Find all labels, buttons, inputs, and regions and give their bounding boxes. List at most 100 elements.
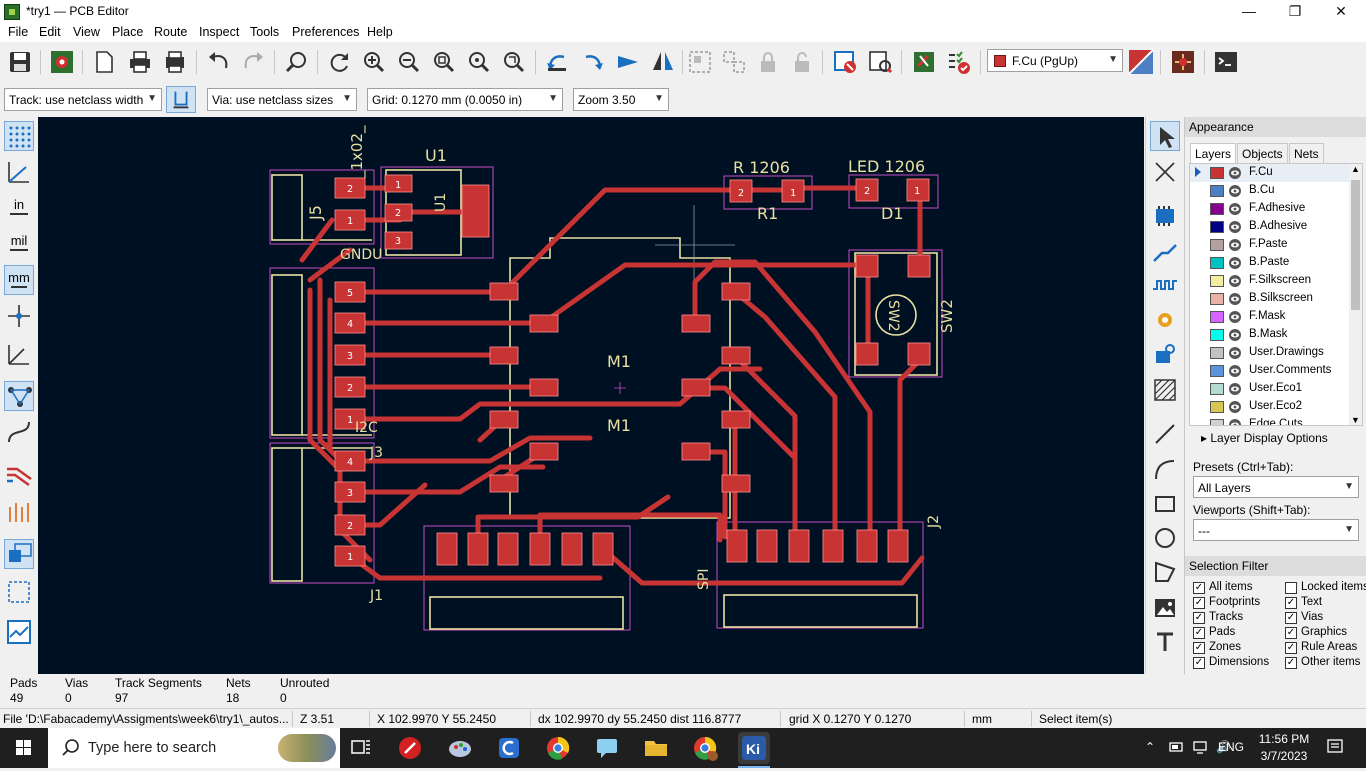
layer-color-swatch[interactable]	[1210, 167, 1224, 179]
layer-color-swatch[interactable]	[1210, 239, 1224, 251]
menu-view[interactable]: View	[73, 25, 100, 39]
update-pcb-icon[interactable]	[831, 48, 859, 76]
show-vias-icon[interactable]	[4, 497, 34, 527]
draw-circle-icon[interactable]	[1150, 523, 1180, 553]
tab-layers[interactable]: Layers	[1190, 143, 1237, 163]
checkbox-box[interactable]	[1285, 582, 1297, 594]
visibility-eye-icon[interactable]	[1228, 166, 1242, 180]
layer-color-swatch[interactable]	[1210, 275, 1224, 287]
local-ratsnest-icon[interactable]	[1150, 157, 1180, 187]
layer-row-f-paste[interactable]: F.Paste	[1190, 236, 1350, 254]
visibility-eye-icon[interactable]	[1228, 274, 1242, 288]
layer-row-b-paste[interactable]: B.Paste	[1190, 254, 1350, 272]
rule-area-icon[interactable]	[1150, 375, 1180, 405]
group-icon[interactable]	[686, 48, 714, 76]
board-setup-icon[interactable]	[48, 48, 76, 76]
chrome-icon[interactable]	[542, 732, 574, 764]
layer-color-swatch[interactable]	[1210, 365, 1224, 377]
layer-pair-icon[interactable]	[1127, 48, 1155, 76]
layer-row-f-silkscreen[interactable]: F.Silkscreen	[1190, 272, 1350, 290]
language-indicator[interactable]: ENG	[1218, 740, 1245, 754]
menu-file[interactable]: File	[8, 25, 29, 39]
zone-outline-icon[interactable]	[4, 577, 34, 607]
page-settings-icon[interactable]	[90, 48, 118, 76]
layer-color-swatch[interactable]	[1210, 203, 1224, 215]
zoom-selection-icon[interactable]	[500, 48, 528, 76]
curved-ratsnest-icon[interactable]	[4, 417, 34, 447]
polar-coords-icon[interactable]	[4, 157, 34, 187]
microwave-tools-icon[interactable]	[1169, 48, 1197, 76]
checkbox-box[interactable]: ✓	[1193, 627, 1205, 639]
menu-place[interactable]: Place	[112, 25, 144, 39]
layer-row-edge-cuts[interactable]: Edge.Cuts	[1190, 416, 1350, 426]
rotate-ccw-icon[interactable]	[543, 48, 571, 76]
layer-color-swatch[interactable]	[1210, 347, 1224, 359]
checkbox-box[interactable]: ✓	[1285, 657, 1297, 669]
units-mm-button[interactable]: mm	[4, 265, 34, 295]
chrome-profile-icon[interactable]	[689, 732, 721, 764]
via-size-select[interactable]: Via: use netclass sizes ▼	[207, 88, 357, 111]
visibility-eye-icon[interactable]	[1228, 220, 1242, 234]
grid-toggle-icon[interactable]	[4, 121, 34, 151]
lock-icon[interactable]	[754, 48, 782, 76]
checkbox-box[interactable]: ✓	[1285, 597, 1297, 609]
chat-app-icon[interactable]	[591, 732, 623, 764]
task-view-icon[interactable]	[345, 732, 377, 764]
add-text-icon[interactable]	[1150, 627, 1180, 657]
zoom-out-icon[interactable]	[395, 48, 423, 76]
add-footprint-icon[interactable]	[1150, 201, 1180, 231]
menu-preferences[interactable]: Preferences	[292, 25, 360, 39]
checkbox-box[interactable]: ✓	[1285, 627, 1297, 639]
tune-length-icon[interactable]	[1150, 271, 1180, 301]
visibility-eye-icon[interactable]	[1228, 202, 1242, 216]
draw-polygon-icon[interactable]	[1150, 557, 1180, 587]
network-icon[interactable]	[1192, 738, 1208, 756]
restore-button[interactable]: ❐	[1288, 3, 1302, 19]
scripting-icon[interactable]	[910, 48, 938, 76]
active-layer-select[interactable]: F.Cu (PgUp) ▼	[987, 49, 1123, 72]
zone-fill-icon[interactable]	[4, 539, 34, 569]
layer-row-b-adhesive[interactable]: B.Adhesive	[1190, 218, 1350, 236]
battery-icon[interactable]	[1168, 738, 1184, 756]
zoom-objects-icon[interactable]	[465, 48, 493, 76]
visibility-eye-icon[interactable]	[1228, 292, 1242, 306]
layer-color-swatch[interactable]	[1210, 293, 1224, 305]
scroll-up-icon[interactable]: ▲	[1351, 164, 1360, 174]
select-arrow-icon[interactable]	[1150, 121, 1180, 151]
save-icon[interactable]	[6, 48, 34, 76]
ratsnest-icon[interactable]	[4, 381, 34, 411]
layer-row-user-comments[interactable]: User.Comments	[1190, 362, 1350, 380]
visibility-eye-icon[interactable]	[1228, 256, 1242, 270]
menu-inspect[interactable]: Inspect	[199, 25, 240, 39]
layer-row-f-mask[interactable]: F.Mask	[1190, 308, 1350, 326]
layer-color-swatch[interactable]	[1210, 311, 1224, 323]
layer-color-swatch[interactable]	[1210, 401, 1224, 413]
terminal-icon[interactable]	[1212, 48, 1240, 76]
pdf-app-icon[interactable]	[394, 732, 426, 764]
zoom-in-icon[interactable]	[360, 48, 388, 76]
visibility-eye-icon[interactable]	[1228, 238, 1242, 252]
add-zone-icon[interactable]	[1150, 339, 1180, 369]
menu-route[interactable]: Route	[154, 25, 188, 39]
volume-icon[interactable]: 🔊	[1216, 740, 1231, 754]
taskbar-search-input[interactable]: Type here to search	[48, 728, 340, 768]
layer-color-swatch[interactable]	[1210, 221, 1224, 233]
add-image-icon[interactable]	[1150, 593, 1180, 623]
clock-time[interactable]: 11:56 PM	[1258, 732, 1310, 746]
zoom-select[interactable]: Zoom 3.50 ▼	[573, 88, 669, 111]
close-button[interactable]: ✕	[1335, 3, 1347, 19]
print-icon[interactable]	[126, 48, 154, 76]
scrollbar-thumb[interactable]	[1351, 180, 1360, 310]
layer-display-options-toggle[interactable]: ▸ Layer Display Options	[1201, 431, 1328, 445]
viewports-select[interactable]: --- ▼	[1193, 519, 1359, 541]
layer-row-user-eco1[interactable]: User.Eco1	[1190, 380, 1350, 398]
layer-color-swatch[interactable]	[1210, 383, 1224, 395]
add-via-icon[interactable]	[1150, 305, 1180, 335]
auto-track-width-button[interactable]	[166, 86, 196, 113]
layer-color-swatch[interactable]	[1210, 329, 1224, 341]
presets-select[interactable]: All Layers ▼	[1193, 476, 1359, 498]
visibility-eye-icon[interactable]	[1228, 418, 1242, 426]
track-width-select[interactable]: Track: use netclass width ▼	[4, 88, 162, 111]
tab-objects[interactable]: Objects	[1237, 143, 1288, 163]
